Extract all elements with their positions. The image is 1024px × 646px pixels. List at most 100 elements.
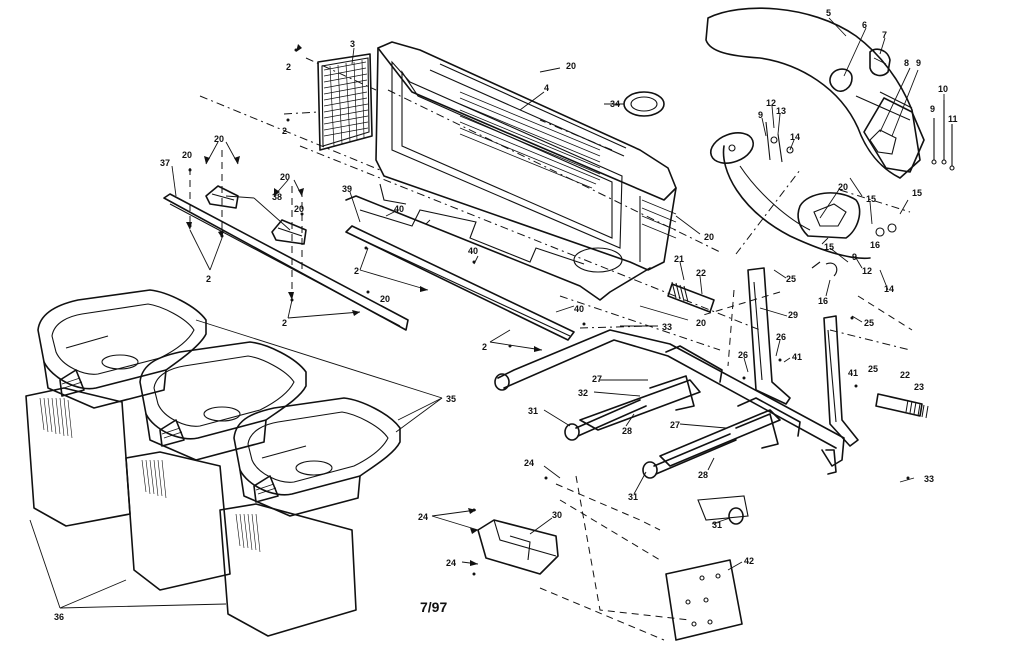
callout: 20 bbox=[294, 204, 304, 214]
tank-1 bbox=[25, 387, 131, 527]
callout: 20 bbox=[838, 182, 848, 192]
rollers bbox=[494, 373, 744, 525]
callout: 15 bbox=[866, 194, 876, 204]
knob-6 bbox=[829, 68, 853, 93]
callout: 13 bbox=[776, 106, 786, 116]
callout: 9 bbox=[916, 58, 921, 68]
pins-9-10-11 bbox=[931, 100, 955, 171]
callout: 3 bbox=[350, 39, 355, 49]
callout: 28 bbox=[698, 470, 708, 480]
callout: 24 bbox=[446, 558, 456, 568]
axle-right bbox=[875, 393, 929, 419]
callout: 2 bbox=[206, 274, 211, 284]
callout: 33 bbox=[662, 322, 672, 332]
callout: 2 bbox=[286, 62, 291, 72]
callout: 33 bbox=[924, 474, 934, 484]
callout: 9 bbox=[930, 104, 935, 114]
callout: 39 bbox=[342, 184, 352, 194]
callout: 42 bbox=[744, 556, 754, 566]
tank-3 bbox=[219, 503, 357, 637]
callout: 23 bbox=[914, 382, 924, 392]
callout: 20 bbox=[280, 172, 290, 182]
mount-plate bbox=[709, 121, 794, 164]
callout: 12 bbox=[862, 266, 872, 276]
basket-2 bbox=[139, 341, 307, 461]
vent-slots bbox=[459, 91, 601, 189]
hopper-body bbox=[345, 41, 677, 301]
screws bbox=[188, 48, 910, 576]
callout: 2 bbox=[482, 342, 487, 352]
callout: 38 bbox=[272, 192, 282, 202]
callout: 24 bbox=[524, 458, 534, 468]
callout: 31 bbox=[528, 406, 538, 416]
motor-housing bbox=[797, 192, 861, 239]
handle bbox=[705, 7, 921, 260]
tank-2 bbox=[125, 451, 231, 591]
axle-left bbox=[667, 281, 715, 313]
plate-42 bbox=[665, 559, 743, 641]
callout: 31 bbox=[712, 520, 722, 530]
callout: 2 bbox=[282, 318, 287, 328]
callout: 14 bbox=[884, 284, 894, 294]
callout: 10 bbox=[938, 84, 948, 94]
callout: 9 bbox=[852, 252, 857, 262]
brace-bar bbox=[345, 225, 575, 341]
linkage-15-16 bbox=[811, 223, 897, 277]
callout: 27 bbox=[592, 374, 602, 384]
callout: 41 bbox=[848, 368, 858, 378]
callout: 24 bbox=[418, 512, 428, 522]
callout: 2 bbox=[282, 126, 287, 136]
callout: 25 bbox=[864, 318, 874, 328]
callout: 34 bbox=[610, 99, 620, 109]
callout: 14 bbox=[790, 132, 800, 142]
callout: 41 bbox=[792, 352, 802, 362]
callout: 36 bbox=[54, 612, 64, 622]
callout: 31 bbox=[628, 492, 638, 502]
callout: 7 bbox=[882, 30, 887, 40]
callout: 25 bbox=[786, 274, 796, 284]
callout: 29 bbox=[788, 310, 798, 320]
callout: 12 bbox=[766, 98, 776, 108]
assembly-lines bbox=[189, 57, 913, 641]
callout: 30 bbox=[552, 510, 562, 520]
callout: 15 bbox=[824, 242, 834, 252]
callout: 40 bbox=[394, 204, 404, 214]
callout: 37 bbox=[160, 158, 170, 168]
callout: 20 bbox=[704, 232, 714, 242]
callout: 16 bbox=[818, 296, 828, 306]
switch-box bbox=[863, 91, 925, 173]
callout: 28 bbox=[622, 426, 632, 436]
callout: 15 bbox=[912, 188, 922, 198]
callout: 8 bbox=[904, 58, 909, 68]
callout: 20 bbox=[380, 294, 390, 304]
callout: 20 bbox=[566, 61, 576, 71]
callout: 11 bbox=[948, 114, 958, 124]
callout: 26 bbox=[776, 332, 786, 342]
callout: 20 bbox=[182, 150, 192, 160]
arrowheads bbox=[186, 44, 542, 566]
callout: 27 bbox=[670, 420, 680, 430]
callout: 9 bbox=[758, 110, 763, 120]
date-code: 7/97 bbox=[420, 599, 447, 615]
fan-guard bbox=[317, 53, 373, 151]
callout: 2 bbox=[354, 266, 359, 276]
callout: 20 bbox=[696, 318, 706, 328]
leader-lines bbox=[29, 17, 945, 609]
callout: 22 bbox=[900, 370, 910, 380]
callout: 32 bbox=[578, 388, 588, 398]
callout: 40 bbox=[468, 246, 478, 256]
callout: 21 bbox=[674, 254, 684, 264]
knob-7 bbox=[869, 48, 891, 77]
basket-1 bbox=[37, 289, 207, 409]
callout: 22 bbox=[696, 268, 706, 278]
callout: 16 bbox=[870, 240, 880, 250]
callout: 4 bbox=[544, 83, 549, 93]
callout: 40 bbox=[574, 304, 584, 314]
callout: 5 bbox=[826, 8, 831, 18]
basket-3 bbox=[233, 397, 401, 517]
callout: 26 bbox=[738, 350, 748, 360]
leg-brackets bbox=[747, 267, 859, 447]
callout-numbers: 3 2 2 4 20 34 5 6 7 8 9 10 9 11 12 13 9 … bbox=[54, 8, 958, 622]
